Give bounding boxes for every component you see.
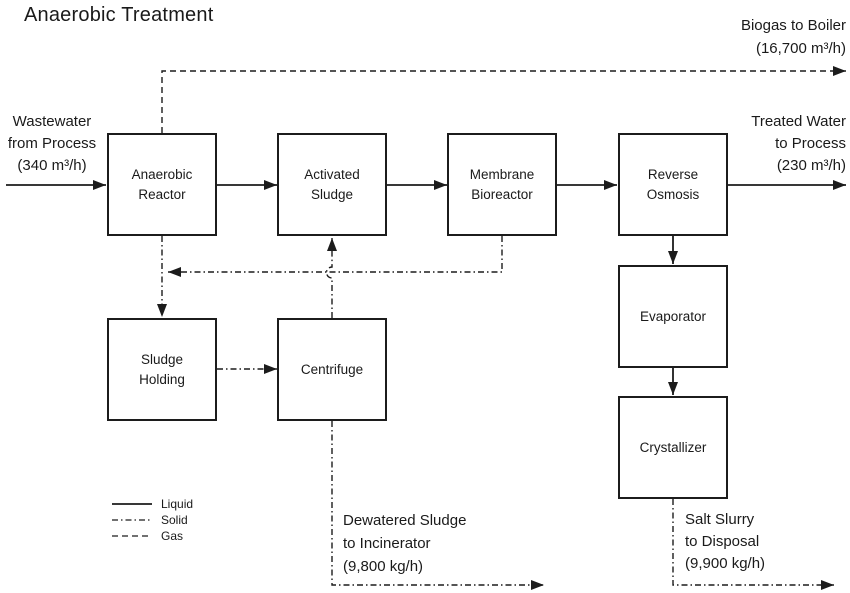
page-title: Anaerobic Treatment [24,4,214,26]
stream-label-salt-slurry-out: Salt Slurry to Disposal (9,900 kg/h) [685,511,766,572]
process-box-label: Activated Sludge [304,166,360,202]
process-box-label: Crystallizer [639,439,707,455]
process-box-anaerobic-reactor: Anaerobic Reactor [107,133,217,236]
process-box-sludge-holding: Sludge Holding [107,318,217,421]
process-box-label: Evaporator [639,308,707,324]
process-box-evaporator: Evaporator [618,265,728,368]
stream-biogas-line [161,66,846,133]
stream-label-wastewater-in: Wastewater from Process (340 m³/h) [7,113,97,174]
process-box-label: Membrane Bioreactor [469,166,535,202]
process-box-crystallizer: Crystallizer [618,396,728,499]
stream-label-biogas-out: Biogas to Boiler (16,700 m³/h) [740,17,846,57]
process-box-label: Centrifuge [300,361,364,377]
stream-crystallizer-to-disposal-line [672,499,834,590]
stream-label-dewatered-sludge-out: Dewatered Sludge to Incinerator (9,800 k… [343,512,467,575]
process-box-label: Sludge Holding [139,351,185,387]
legend-label-solid: Solid [161,513,188,527]
legend-label-gas: Gas [161,529,184,543]
process-box-membrane-bioreactor: Membrane Bioreactor [447,133,557,236]
stream-centrifuge-to-activated-line [325,238,337,318]
legend: Liquid Solid Gas [110,495,230,547]
process-box-label: Anaerobic Reactor [131,166,193,202]
stream-label-treated-water-out: Treated Water to Process (230 m³/h) [751,113,846,174]
legend-label-liquid: Liquid [161,497,194,511]
stream-centrifuge-to-incinerator-line [331,421,544,590]
stream-mbr-recycle-line [168,236,503,277]
process-box-label: Reverse Osmosis [646,166,700,202]
process-box-activated-sludge: Activated Sludge [277,133,387,236]
process-box-centrifuge: Centrifuge [277,318,387,421]
process-box-reverse-osmosis: Reverse Osmosis [618,133,728,236]
